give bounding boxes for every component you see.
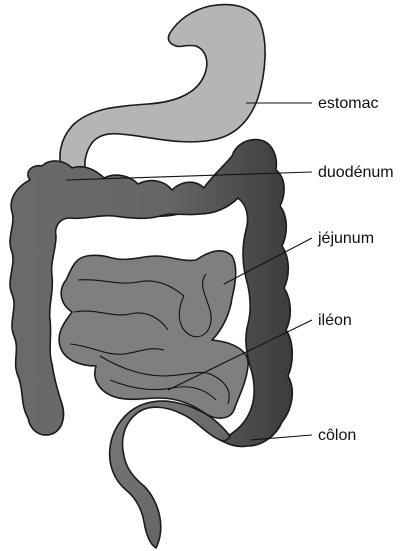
duodenum-label: duodénum <box>318 164 394 181</box>
sigmoid-colon <box>110 401 230 548</box>
small-intestine <box>59 251 248 418</box>
stomach-label: estomac <box>318 95 378 112</box>
colon-label: côlon <box>318 427 356 444</box>
ileum-label: iléon <box>318 312 352 329</box>
jejunum-label: jéjunum <box>317 230 374 247</box>
